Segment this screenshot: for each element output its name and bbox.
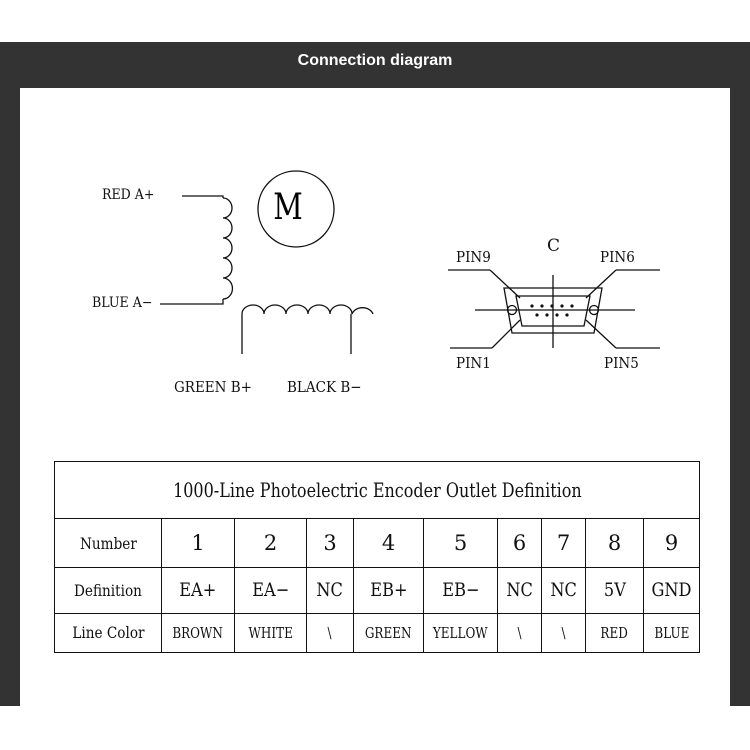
pin-line-color: \ (306, 612, 354, 654)
mount-hole-right (588, 304, 600, 316)
pin-definition: EB− (423, 567, 498, 614)
pin-label-9: PIN9 (456, 248, 491, 266)
coil-a-lead-bottom (160, 299, 224, 305)
pin-definition: NC (541, 567, 586, 614)
pin-label-1: PIN1 (456, 354, 491, 372)
pin-definition: EA− (234, 567, 307, 614)
motor-circle (257, 170, 335, 248)
row-label-text: Line Color (71, 623, 145, 643)
coil-b-winding (241, 304, 374, 315)
pin-line-color-text: \ (561, 623, 566, 642)
pin-line-color: WHITE (234, 612, 307, 654)
pin-dot (545, 313, 549, 317)
pin-dot (535, 313, 539, 317)
wire-label-b-minus: BLACK B− (287, 378, 362, 396)
pin-line-color-text: RED (600, 623, 629, 642)
coil-a-lead-top (182, 195, 224, 198)
pin-line-color-text: \ (517, 623, 522, 642)
row-label-line-color: Line Color (54, 612, 162, 654)
pin9-leader-diag (489, 269, 521, 299)
pin-line-color-text: BROWN (172, 623, 224, 642)
row-label-text: Number (79, 533, 137, 553)
pin-number: 5 (423, 517, 498, 569)
row-label-number: Number (54, 517, 162, 569)
pin-dot (560, 304, 564, 308)
pin-number: 4 (353, 517, 424, 569)
pin-line-color-text: YELLOW (433, 623, 488, 642)
table-row-definition: Definition EA+ EA− NC EB+ EB− NC NC 5V G… (54, 567, 701, 614)
pin-definition-text: NC (550, 579, 577, 602)
pin-definition: GND (642, 567, 701, 614)
motor-symbol: M (273, 187, 303, 228)
connector-label-c: C (547, 236, 561, 256)
pin-dot (555, 313, 559, 317)
pin-number: 9 (642, 517, 701, 569)
encoder-outlet-table: 1000-Line Photoelectric Encoder Outlet D… (53, 461, 701, 654)
pin-line-color: GREEN (353, 612, 424, 654)
diagram-panel: M RED A+ BLUE A− GREEN B+ BLACK B− C PIN… (20, 88, 730, 708)
table-row-line-color: Line Color BROWN WHITE \ GREEN YELLOW \ … (54, 612, 701, 654)
wire-label-a-minus: BLUE A− (92, 295, 153, 311)
connector-outer-shell (503, 287, 603, 334)
wiring-diagram (160, 170, 660, 354)
pin5-leader-diag (585, 319, 617, 349)
pin-number: 1 (161, 517, 235, 569)
pin-line-color: BLUE (642, 612, 701, 654)
pin-definition-text: 5V (603, 579, 626, 602)
pin-definition-text: EA− (251, 579, 289, 602)
pin-label-6: PIN6 (600, 248, 635, 266)
pin-definition-text: NC (316, 579, 344, 602)
pin-label-5: PIN5 (604, 354, 639, 372)
table-title-row: 1000-Line Photoelectric Encoder Outlet D… (53, 461, 701, 519)
pin-definition-text: GND (651, 579, 692, 602)
pin-line-color-text: GREEN (365, 623, 412, 642)
pin-definition: EB+ (353, 567, 424, 614)
pin-number: 3 (306, 517, 354, 569)
table-row-number: Number 1 2 3 4 5 6 7 8 9 (54, 517, 701, 569)
pin-definition: 5V (585, 567, 644, 614)
pin-number: 2 (234, 517, 307, 569)
connector-inner-shell (515, 295, 591, 327)
pin-definition-text: EA+ (179, 579, 217, 602)
pin-definition: NC (306, 567, 354, 614)
pin-definition-text: NC (506, 579, 533, 602)
pin-number: 8 (585, 517, 644, 569)
pin-line-color: BROWN (161, 612, 235, 654)
pin-definition: NC (497, 567, 542, 614)
mount-hole-left (506, 304, 518, 316)
pin-definition: EA+ (161, 567, 235, 614)
wire-label-b-plus: GREEN B+ (174, 378, 253, 396)
wire-label-a-plus: RED A+ (102, 187, 155, 203)
table-title-text: 1000-Line Photoelectric Encoder Outlet D… (172, 478, 582, 502)
pin-dot (530, 304, 534, 308)
pin-dot (550, 304, 554, 308)
table-title: 1000-Line Photoelectric Encoder Outlet D… (53, 461, 701, 519)
pin-line-color-text: WHITE (248, 623, 293, 642)
coil-a-winding (222, 197, 234, 300)
pin6-leader-diag (585, 269, 617, 299)
row-label-text: Definition (74, 580, 142, 600)
row-label-definition: Definition (54, 567, 162, 614)
pin-number: 6 (497, 517, 542, 569)
pin-number: 7 (541, 517, 586, 569)
pin-definition-text: EB− (441, 579, 480, 602)
pin-line-color: \ (497, 612, 542, 654)
pin-line-color: \ (541, 612, 586, 654)
pin1-leader-diag (491, 319, 521, 349)
pin-line-color-text: \ (327, 623, 333, 642)
page-title: Connection diagram (297, 52, 453, 69)
pin-line-color: YELLOW (423, 612, 498, 654)
pin-line-color: RED (585, 612, 644, 654)
pin-dot (565, 313, 569, 317)
pin-definition-text: EB+ (369, 579, 408, 602)
pin-dot (570, 304, 574, 308)
pin-dot (540, 304, 544, 308)
diagram-frame: Connection diagram (0, 42, 750, 708)
pin-line-color-text: BLUE (654, 623, 690, 642)
